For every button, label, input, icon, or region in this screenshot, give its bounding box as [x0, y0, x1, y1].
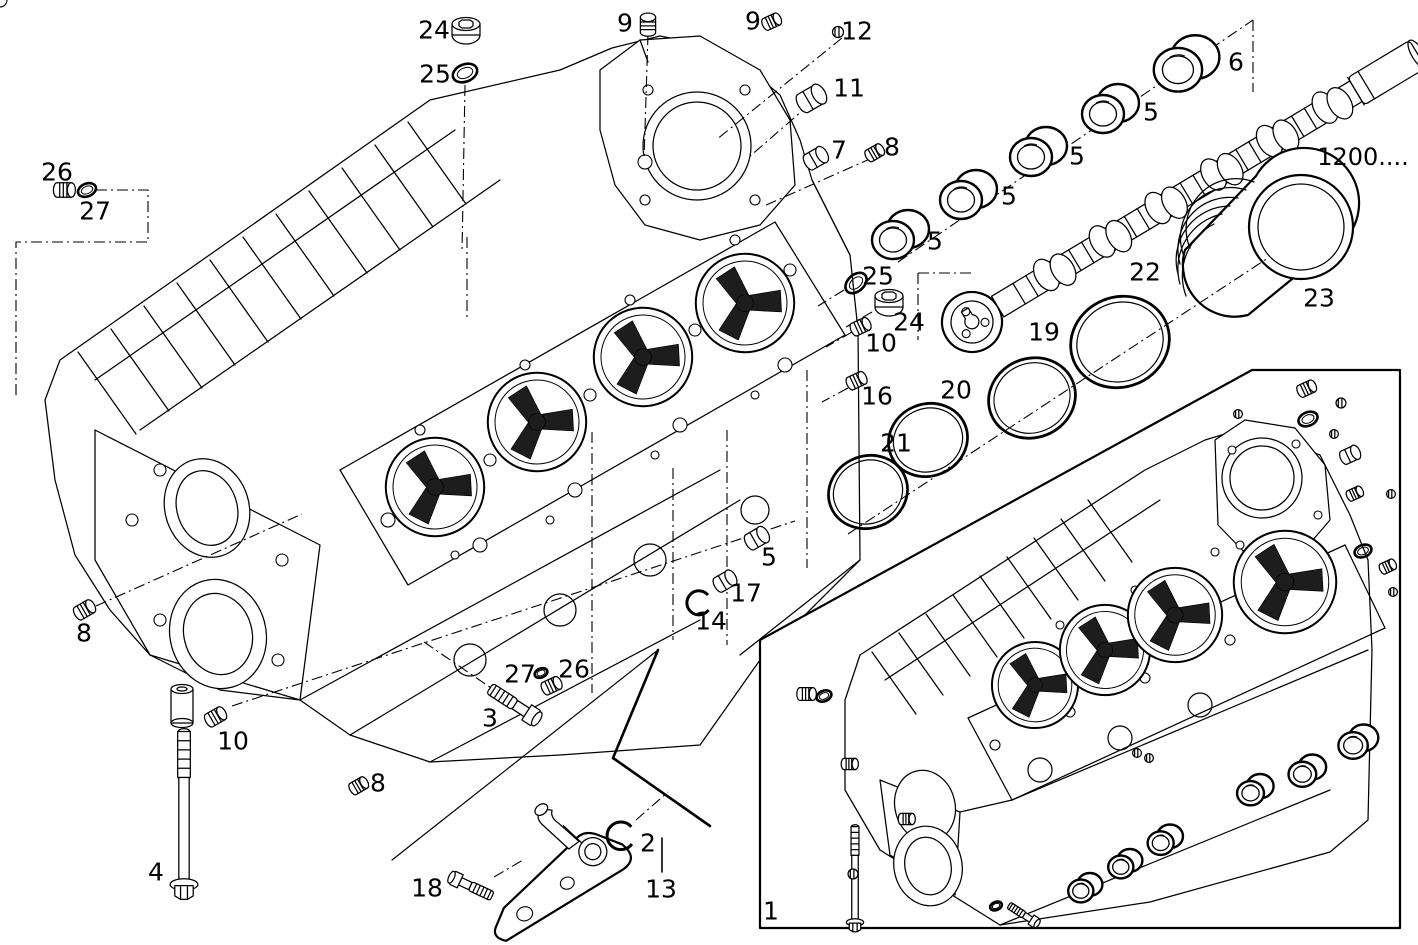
part-ringseal: [876, 390, 980, 490]
part-tiny: [1329, 429, 1339, 439]
part-plug: [639, 12, 657, 37]
cylinder-liner: [1175, 146, 1361, 318]
crankcase-ribs: [77, 121, 501, 435]
camshaft: [940, 39, 1418, 354]
cylinder-deck: [0, 0, 846, 586]
leader-line: [747, 103, 811, 159]
part-grommet: [874, 288, 904, 317]
part-bushing: [1152, 33, 1221, 93]
leader-line: [821, 387, 849, 403]
pointer-line: [611, 648, 712, 828]
timing-case-face: [94, 429, 321, 701]
part-plug: [201, 704, 230, 730]
part-tiny: [831, 25, 845, 39]
part-plug: [840, 757, 859, 771]
part-cup: [792, 80, 831, 117]
part-plug: [796, 687, 817, 701]
leader-line: [817, 289, 845, 307]
leader-line: [231, 520, 796, 707]
leader-line: [95, 513, 303, 607]
part-tiny: [1386, 489, 1396, 499]
part-ringseal: [1055, 279, 1185, 405]
leader-line: [423, 641, 495, 691]
part-bushing: [1008, 125, 1069, 178]
part-bushing: [1080, 82, 1141, 135]
crankcase-ribs-right: [871, 499, 1161, 715]
part-tiny: [1388, 587, 1398, 597]
part-plug: [897, 812, 916, 826]
pointer-line: [391, 649, 659, 861]
leader-line: [635, 791, 669, 821]
part-bushing: [938, 168, 999, 221]
part-plug: [52, 182, 77, 198]
part-tiny: [1132, 748, 1142, 758]
leader-line: [643, 33, 649, 161]
rear-seal-plate: [1214, 419, 1331, 559]
part-tiny: [1144, 753, 1154, 763]
engine-block-left: [0, 0, 861, 763]
part-tiny: [847, 868, 859, 880]
oil-nozzle-assembly: [493, 803, 632, 942]
block-internal-lines-right: [959, 649, 1369, 926]
part-grommet: [451, 16, 481, 45]
part-hexbolt: [445, 869, 496, 904]
leader-lines: [15, 19, 1269, 878]
leader-line: [15, 189, 149, 398]
leader-line: [493, 859, 524, 878]
part-tiny: [1233, 409, 1243, 419]
part-plug: [759, 11, 784, 33]
part-oring: [448, 58, 482, 88]
leader-line: [825, 331, 853, 348]
part-oring: [74, 179, 100, 201]
part-longbolt: [169, 727, 199, 901]
part-tiny: [1335, 397, 1347, 409]
part-sleeve: [170, 683, 194, 729]
part-ringseal: [974, 343, 1090, 453]
leader-line: [715, 37, 843, 141]
part-plug: [70, 597, 99, 623]
part-bushing: [870, 208, 931, 261]
block-internal-lines: [299, 179, 861, 763]
leader-line: [461, 84, 466, 253]
part-plug: [346, 774, 371, 797]
flywheel-housing: [599, 35, 796, 241]
